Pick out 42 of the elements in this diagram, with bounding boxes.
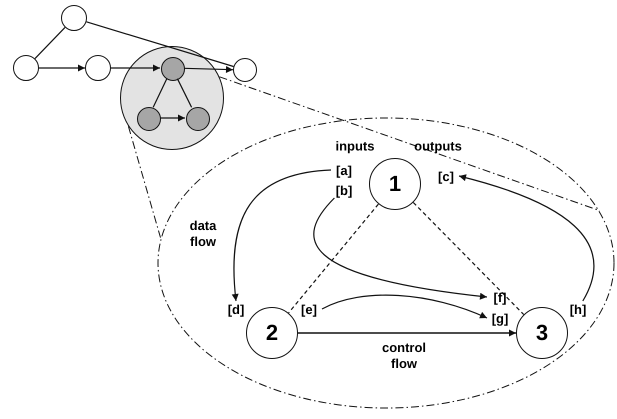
port-label: [d] xyxy=(224,301,248,317)
circle-node xyxy=(233,58,257,82)
circle-node xyxy=(61,5,87,31)
process-circle xyxy=(516,307,568,359)
arrow xyxy=(39,64,85,72)
arrow xyxy=(184,66,234,73)
dashed-line xyxy=(288,204,379,314)
dashed-line xyxy=(412,202,524,315)
process-circle xyxy=(369,158,421,210)
edge-label: data flow xyxy=(188,218,218,250)
arrow xyxy=(160,114,185,122)
circle-node xyxy=(13,55,39,81)
connector-line xyxy=(34,26,66,60)
port-label: [a] xyxy=(332,162,356,178)
circle-node xyxy=(137,107,161,131)
circle-node xyxy=(186,107,210,131)
port-label: [e] xyxy=(297,301,321,317)
connector-line xyxy=(176,78,192,108)
arrow xyxy=(458,174,594,302)
node-number: 2 xyxy=(266,321,278,345)
circle-node xyxy=(161,57,185,81)
port-label: [c] xyxy=(434,168,458,184)
node-number: 3 xyxy=(536,321,548,345)
column-heading: inputs xyxy=(336,138,374,154)
port-label: [g] xyxy=(488,310,512,326)
zoom-line xyxy=(128,126,161,238)
connector-line xyxy=(152,78,168,108)
arrow xyxy=(313,198,488,300)
port-label: [b] xyxy=(332,182,356,198)
edge-label: control flow xyxy=(380,340,428,372)
connector-line xyxy=(86,21,234,68)
arrow xyxy=(111,64,160,72)
zoom-line xyxy=(219,76,600,212)
process-circle xyxy=(246,307,298,359)
arrow xyxy=(322,294,488,319)
port-label: [f] xyxy=(488,289,512,305)
port-label: [h] xyxy=(566,301,590,317)
arrow xyxy=(232,169,332,302)
node-number: 1 xyxy=(388,172,402,196)
circle-node xyxy=(85,55,111,81)
arrow xyxy=(298,330,516,336)
column-heading: outputs xyxy=(414,138,462,154)
